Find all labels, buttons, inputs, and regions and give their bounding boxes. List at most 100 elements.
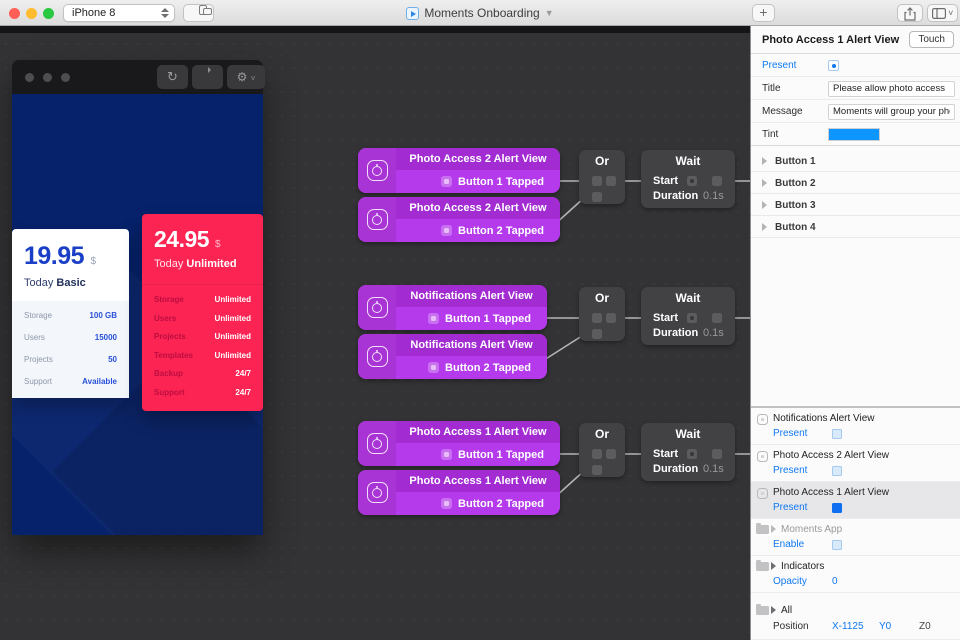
wait-node[interactable]: Wait Start Duration 0.1s — [641, 150, 735, 208]
output-slot[interactable] — [712, 313, 722, 323]
disclosure-triangle-icon[interactable] — [771, 525, 776, 533]
inspector-title: Photo Access 1 Alert View — [762, 34, 900, 46]
output-slot[interactable] — [712, 176, 722, 186]
document-title[interactable]: Moments Onboarding ▼ — [406, 0, 554, 26]
preview-settings-button[interactable]: ⚙ ˅ — [227, 65, 265, 89]
disclosure-triangle-icon[interactable] — [762, 157, 767, 165]
title-row: Title — [751, 77, 960, 100]
opacity-value[interactable]: 0 — [832, 576, 838, 587]
layer-row-moments-app[interactable]: Moments App Enable — [751, 519, 960, 556]
disclosure-triangle-icon[interactable] — [762, 179, 767, 187]
present-property[interactable]: Present — [773, 502, 808, 513]
present-property[interactable]: Present — [773, 465, 808, 476]
alert-buttons-list: Button 1 Button 2 Button 3 Button 4 — [751, 150, 960, 238]
title-input[interactable] — [828, 80, 955, 97]
share-button[interactable] — [897, 4, 923, 22]
view-options-button[interactable]: ˅ — [927, 4, 958, 22]
present-checkbox[interactable] — [832, 465, 842, 476]
preview-close-button[interactable] — [25, 73, 34, 82]
preview-titlebar[interactable]: ↻ ⚙ ˅ — [12, 60, 265, 94]
position-z-value[interactable]: Z0 — [919, 621, 931, 632]
orientation-button[interactable] — [183, 4, 214, 22]
layer-row-photo-access-1[interactable]: Photo Access 1 Alert View Present — [751, 482, 960, 519]
input-slot[interactable] — [592, 192, 602, 202]
button-icon — [441, 498, 453, 509]
node-title: Photo Access 1 Alert View — [396, 421, 560, 443]
device-select[interactable]: iPhone 8 — [63, 4, 175, 22]
button2-row[interactable]: Button 2 — [751, 172, 960, 194]
button-icon — [441, 176, 453, 187]
or-node[interactable]: Or — [579, 423, 625, 477]
restart-preview-button[interactable]: ↻ — [157, 65, 188, 89]
or-node[interactable]: Or — [579, 287, 625, 341]
event-node[interactable]: Notifications Alert View Button 2 Tapped — [358, 334, 547, 379]
present-label[interactable]: Present — [762, 60, 797, 71]
present-checkbox[interactable] — [832, 502, 842, 513]
position-x-value[interactable]: X-1125 — [832, 621, 864, 632]
input-slot[interactable] — [606, 313, 616, 323]
add-screen-button[interactable]: + — [752, 4, 775, 22]
start-slot[interactable] — [687, 313, 697, 323]
opacity-property[interactable]: Opacity — [773, 576, 807, 587]
layer-row-all[interactable]: All Position X-1125 Y0 Z0 — [751, 593, 960, 640]
event-node[interactable]: Photo Access 1 Alert View Button 1 Tappe… — [358, 421, 560, 466]
zoom-window-button[interactable] — [43, 8, 54, 19]
duration-value[interactable]: 0.1s — [703, 190, 724, 202]
enable-checkbox[interactable] — [832, 539, 842, 550]
layer-row-indicators[interactable]: Indicators Opacity 0 — [751, 556, 960, 593]
record-button[interactable] — [192, 65, 223, 89]
input-slot[interactable] — [592, 465, 602, 475]
folder-icon — [756, 523, 769, 534]
start-slot[interactable] — [687, 449, 697, 459]
input-slot[interactable] — [592, 449, 602, 459]
event-node[interactable]: Photo Access 2 Alert View Button 2 Tappe… — [358, 197, 560, 242]
layer-icon-col — [358, 285, 396, 330]
disclosure-triangle-icon[interactable] — [762, 223, 767, 231]
wait-title: Wait — [675, 427, 701, 441]
touch-mode-button[interactable]: Touch — [909, 31, 954, 48]
present-checkbox[interactable] — [832, 428, 842, 439]
preview-minimize-button[interactable] — [43, 73, 52, 82]
basic-card-header: 19.95 $ Today Basic — [12, 229, 129, 289]
message-input[interactable] — [828, 103, 955, 120]
layer-row-photo-access-2[interactable]: Photo Access 2 Alert View Present — [751, 445, 960, 482]
message-label: Message — [762, 106, 803, 117]
duration-value[interactable]: 0.1s — [703, 463, 724, 475]
position-y-value[interactable]: Y0 — [879, 621, 892, 632]
present-radio[interactable] — [828, 60, 839, 71]
layer-row-notifications[interactable]: Notifications Alert View Present — [751, 408, 960, 445]
preview-zoom-button[interactable] — [61, 73, 70, 82]
disclosure-triangle-icon[interactable] — [762, 201, 767, 209]
output-slot[interactable] — [712, 449, 722, 459]
wait-node[interactable]: Wait Start Duration 0.1s — [641, 423, 735, 481]
or-node[interactable]: Or — [579, 150, 625, 204]
unlimited-plan: Today Unlimited — [154, 258, 237, 270]
event-node[interactable]: Photo Access 2 Alert View Button 1 Tappe… — [358, 148, 560, 193]
event-node[interactable]: Notifications Alert View Button 1 Tapped — [358, 285, 547, 330]
start-label: Start — [653, 312, 679, 324]
tint-color-swatch[interactable] — [828, 128, 880, 141]
present-property[interactable]: Present — [773, 428, 808, 439]
input-slot[interactable] — [606, 449, 616, 459]
input-slot[interactable] — [592, 329, 602, 339]
button1-row[interactable]: Button 1 — [751, 150, 960, 172]
inspector-header: Photo Access 1 Alert View Touch — [751, 26, 960, 54]
button3-row[interactable]: Button 3 — [751, 194, 960, 216]
start-slot[interactable] — [687, 176, 697, 186]
duration-value[interactable]: 0.1s — [703, 327, 724, 339]
button4-row[interactable]: Button 4 — [751, 216, 960, 238]
input-slot[interactable] — [606, 176, 616, 186]
minimize-window-button[interactable] — [26, 8, 37, 19]
wait-node[interactable]: Wait Start Duration 0.1s — [641, 287, 735, 345]
close-window-button[interactable] — [9, 8, 20, 19]
disclosure-triangle-icon[interactable] — [771, 562, 776, 570]
enable-property[interactable]: Enable — [773, 539, 805, 550]
input-slot[interactable] — [592, 176, 602, 186]
disclosure-triangle-icon[interactable] — [771, 606, 776, 614]
event-node[interactable]: Photo Access 1 Alert View Button 2 Tappe… — [358, 470, 560, 515]
input-slot[interactable] — [592, 313, 602, 323]
